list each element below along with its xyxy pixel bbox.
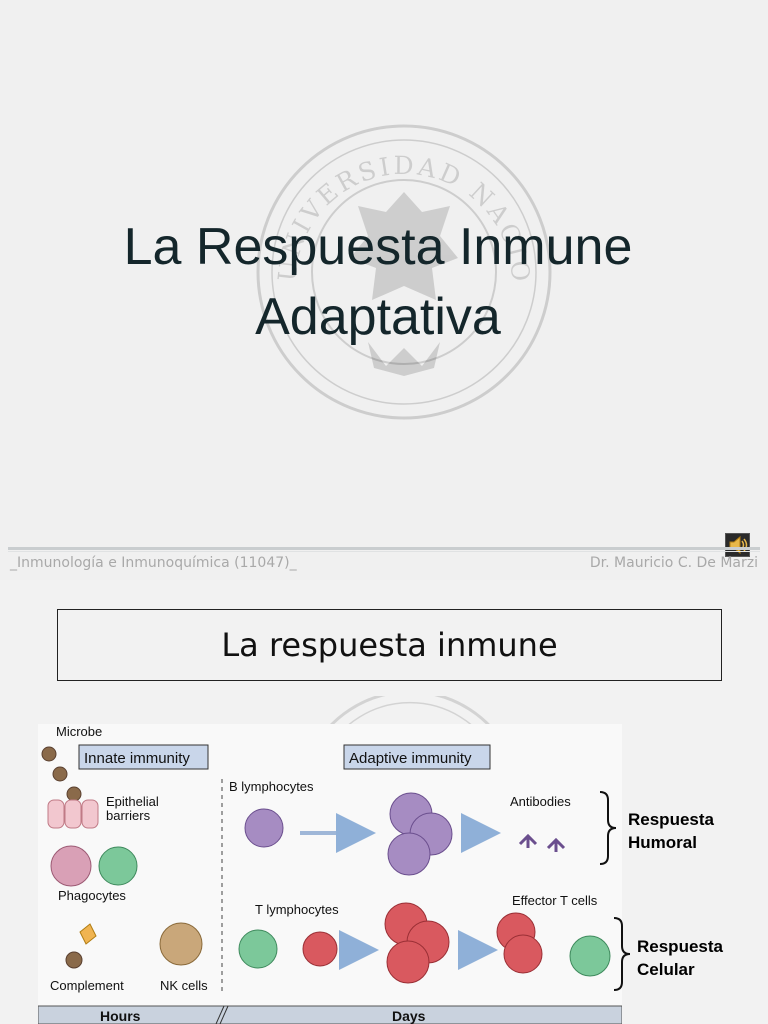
epithelial-label-2: barriers (106, 808, 151, 823)
humoral-label-line-2: Humoral (628, 833, 697, 852)
university-seal-watermark: UNIVERSIDAD NACIONAL DE LUJAN (256, 122, 552, 420)
section-title-box: La respuesta inmune (57, 609, 722, 681)
celular-response-label: Respuesta Celular (637, 935, 723, 981)
audio-button[interactable] (725, 533, 750, 557)
celular-bracket (613, 917, 631, 991)
nk-cell-icon (159, 922, 203, 966)
slide-title-line-1: La Respuesta Inmune (123, 218, 633, 276)
complement-label: Complement (50, 978, 124, 993)
b-cell-clones-icon (387, 792, 453, 876)
b-lymphocytes-label: B lymphocytes (229, 779, 314, 794)
speaker-icon (729, 535, 748, 555)
footer-course: _Inmunología e Inmunoquímica (11047)_ (10, 555, 297, 571)
immunity-figure: Innate immunity Adaptive immunity Microb… (38, 724, 622, 1024)
complement-icon (65, 923, 97, 969)
phagocyte-icon (50, 845, 138, 887)
humoral-bracket (599, 791, 617, 865)
antibodies-label: Antibodies (510, 794, 571, 809)
epithelial-barrier-icon (47, 799, 99, 829)
humoral-response-label: Respuesta Humoral (628, 808, 714, 854)
microbe-label: Microbe (56, 724, 102, 739)
b-lymphocyte-icon (244, 808, 284, 848)
hours-label: Hours (100, 1008, 141, 1024)
effector-t-cell-icon (496, 912, 611, 977)
celular-label-line-1: Respuesta (637, 937, 723, 956)
effector-t-cells-label: Effector T cells (512, 893, 598, 908)
phagocytes-label: Phagocytes (58, 888, 126, 903)
footer-author: Dr. Mauricio C. De Marzi (589, 555, 758, 571)
section-title: La respuesta inmune (221, 626, 558, 664)
immune-response-slide: La respuesta inmune Innate immunity Adap… (0, 580, 768, 1024)
footer-divider (8, 547, 760, 550)
humoral-label-line-1: Respuesta (628, 810, 714, 829)
slide-title: La Respuesta Inmune Adaptativa (0, 212, 756, 352)
microbe-icon (41, 746, 82, 802)
antibody-icon (518, 833, 566, 852)
celular-label-line-2: Celular (637, 960, 695, 979)
innate-immunity-label: Innate immunity (84, 750, 190, 767)
t-cell-clones-icon (384, 902, 450, 984)
nk-cells-label: NK cells (160, 978, 208, 993)
title-slide: UNIVERSIDAD NACIONAL DE LUJAN La Respues… (0, 122, 760, 571)
epithelial-label-1: Epithelial (106, 794, 159, 809)
footer-divider-light (8, 551, 760, 552)
days-label: Days (392, 1008, 426, 1024)
t-lymphocyte-icon (238, 929, 338, 969)
adaptive-immunity-label: Adaptive immunity (349, 750, 472, 767)
slide-title-line-2: Adaptativa (255, 288, 501, 346)
t-lymphocytes-label: T lymphocytes (255, 902, 339, 917)
